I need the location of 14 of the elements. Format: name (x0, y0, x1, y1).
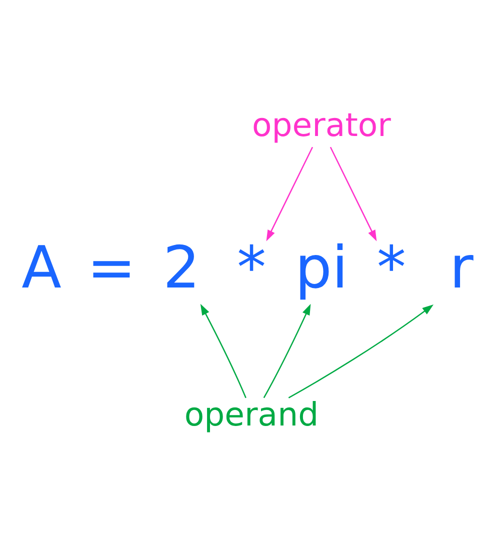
node-text: operand (184, 394, 319, 433)
label: = (87, 232, 136, 301)
node-text: * (236, 232, 266, 301)
node-text: operator (252, 105, 391, 144)
node-text: 2 (163, 232, 200, 301)
node-text: * (376, 232, 406, 301)
node-text: pi (294, 232, 348, 301)
arrow (200, 303, 246, 398)
node-text: r (450, 232, 474, 301)
arrow (266, 146, 314, 241)
arrow (263, 303, 311, 398)
arrow (288, 304, 434, 398)
arrow (330, 146, 377, 241)
label: A (22, 232, 62, 301)
